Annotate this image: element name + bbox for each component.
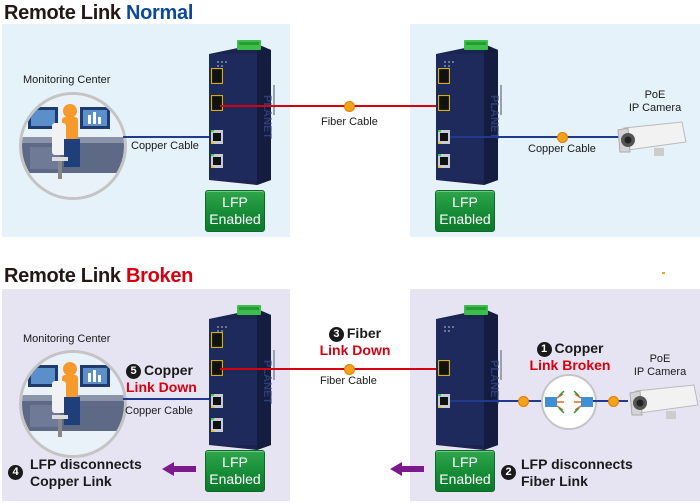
industrial-switch-icon	[432, 305, 502, 450]
title-highlight-broken: Broken	[125, 265, 194, 287]
sfp-port-icon	[438, 68, 450, 84]
ip-camera-label-line1: PoE	[649, 353, 671, 365]
lfp-badge-right-broken: LFP Enabled	[435, 450, 495, 492]
left-arrow-icon	[390, 462, 424, 476]
ip-camera-label-broken: PoE IP Camera	[620, 353, 700, 379]
lfp-badge-line1: LFP	[452, 454, 478, 470]
lfp-badge-line1: LFP	[222, 194, 248, 210]
step-number-badge: 1	[536, 342, 552, 357]
lfp-badge-left-broken: LFP Enabled	[205, 450, 265, 492]
monitoring-center-label: Monitoring Center	[23, 74, 111, 86]
fiber-cable-label-normal: Fiber Cable	[321, 116, 378, 128]
poe-connector-icon	[557, 132, 568, 143]
copper-cable-right-normal	[450, 136, 625, 138]
step-1-line1: Copper	[554, 340, 604, 356]
rj45-port-icon	[438, 130, 450, 144]
step-2-line1: LFP disconnects	[521, 456, 633, 472]
step-4-callout: 4 LFP disconnects Copper Link	[8, 456, 142, 490]
rj45-port-icon	[438, 154, 450, 168]
ip-camera-label-line2: IP Camera	[628, 102, 682, 114]
step-5-line1: Copper	[144, 362, 193, 378]
step-number-badge: 2	[501, 465, 516, 480]
step-5-status: Link Down	[126, 379, 197, 395]
section-title-normal: Remote Link Normal	[4, 2, 193, 25]
lfp-badge-line1: LFP	[452, 194, 478, 210]
title-prefix: Remote Link	[4, 265, 126, 287]
step-2-callout: 2 LFP disconnects Fiber Link	[501, 456, 633, 490]
fiber-cable-normal	[220, 105, 437, 107]
fiber-connector-icon	[344, 101, 355, 112]
sfp-port-icon	[438, 360, 450, 376]
ip-camera-label-line1: PoE	[644, 89, 666, 101]
fiber-cable-label-broken: Fiber Cable	[320, 375, 377, 387]
rj45-port-icon	[211, 394, 223, 408]
rj45-port-icon	[438, 394, 450, 408]
ip-camera-label-normal: PoE IP Camera	[615, 89, 695, 115]
title-prefix: Remote Link	[4, 2, 126, 24]
step-1-status: Link Broken	[529, 357, 611, 373]
step-number-badge: 4	[8, 465, 23, 480]
sfp-port-icon	[438, 95, 450, 111]
sfp-port-icon	[211, 332, 223, 348]
copper-cable-right-broken-a	[450, 400, 545, 402]
lfp-badge-left-normal: LFP Enabled	[205, 190, 265, 232]
planet-switch-left-broken	[205, 305, 267, 450]
ip-camera-icon	[629, 384, 699, 419]
lfp-badge-line2: Enabled	[209, 211, 261, 227]
step-number-badge: 3	[328, 327, 344, 342]
poe-connector-icon	[608, 396, 619, 407]
operator-workstation-icon	[22, 353, 124, 455]
planet-switch-right-broken	[432, 305, 494, 450]
copper-cable-label-right-normal: Copper Cable	[528, 143, 596, 155]
planet-switch-right-normal	[432, 40, 494, 185]
broken-cable-illustration	[541, 374, 597, 430]
step-2-line2: Fiber Link	[521, 473, 588, 489]
broken-cable-icon	[543, 376, 595, 428]
ip-camera-icon	[617, 121, 687, 156]
fiber-connector-icon	[344, 364, 355, 375]
title-highlight-normal: Normal	[125, 2, 194, 24]
step-3-line1: Fiber	[346, 325, 382, 341]
step-number-badge: 5	[126, 364, 141, 379]
step-4-line2: Copper Link	[30, 473, 112, 489]
rj45-port-icon	[211, 130, 223, 144]
lfp-badge-line2: Enabled	[439, 471, 491, 487]
operator-workstation-icon	[22, 95, 124, 197]
rj45-port-icon	[211, 154, 223, 168]
left-arrow-icon	[162, 462, 196, 476]
copper-cable-left-normal	[123, 136, 212, 138]
step-3-status: Link Down	[319, 342, 391, 358]
lfp-badge-line2: Enabled	[439, 211, 491, 227]
monitoring-center-label: Monitoring Center	[23, 333, 111, 345]
rj45-port-icon	[211, 418, 223, 432]
planet-switch-left-normal	[205, 40, 267, 185]
copper-cable-label-left-normal: Copper Cable	[131, 140, 199, 152]
sfp-port-icon	[211, 95, 223, 111]
lfp-badge-right-normal: LFP Enabled	[435, 190, 495, 232]
section-title-broken: Remote Link Broken	[4, 265, 193, 288]
copper-cable-label-left-broken: Copper Cable	[125, 405, 193, 417]
fiber-cable-broken	[220, 368, 437, 370]
monitoring-center-illustration	[19, 92, 127, 200]
decorative-dot	[662, 272, 665, 274]
ip-camera-label-line2: IP Camera	[633, 366, 687, 378]
poe-connector-icon	[518, 396, 529, 407]
sfp-port-icon	[211, 68, 223, 84]
step-4-line1: LFP disconnects	[30, 456, 142, 472]
lfp-badge-line2: Enabled	[209, 471, 261, 487]
lfp-badge-line1: LFP	[222, 454, 248, 470]
copper-cable-left-broken	[123, 398, 212, 400]
monitoring-center-illustration	[19, 350, 127, 458]
